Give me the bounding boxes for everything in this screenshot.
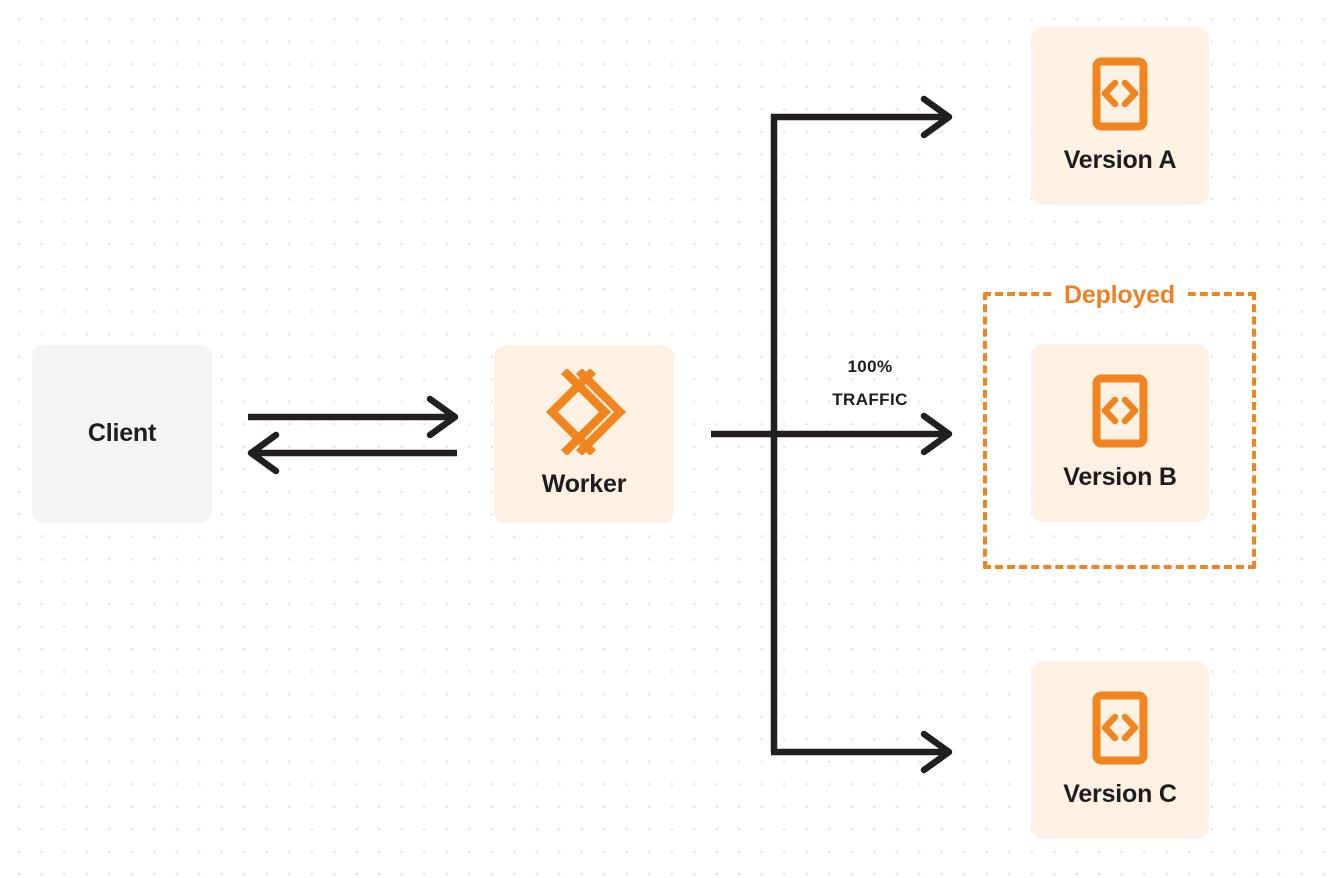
worker-node[interactable]: Worker — [494, 345, 674, 523]
edge-trunk-to-version-a — [771, 95, 953, 139]
deployed-group-frame: Deployed — [983, 280, 1256, 569]
traffic-percentage-label: 100% TRAFFIC — [790, 350, 950, 416]
version-a-node[interactable]: Version A — [1031, 27, 1209, 205]
version-c-node[interactable]: Version C — [1031, 661, 1209, 839]
code-brackets-icon — [1092, 374, 1148, 448]
traffic-percent-value: 100% — [847, 357, 893, 376]
version-b-node[interactable]: Version B — [1031, 344, 1209, 522]
deployed-group-label: Deployed — [1052, 280, 1187, 310]
traffic-word: TRAFFIC — [832, 390, 908, 409]
worker-label: Worker — [541, 470, 627, 499]
edge-trunk-to-version-c — [771, 730, 953, 774]
client-label: Client — [87, 419, 157, 448]
cloudflare-workers-logo-icon — [542, 369, 626, 456]
client-node[interactable]: Client — [32, 345, 212, 523]
code-brackets-icon — [1092, 57, 1148, 131]
version-c-label: Version C — [1063, 780, 1177, 809]
edge-worker-to-client — [247, 431, 457, 475]
code-brackets-icon — [1092, 691, 1148, 765]
version-b-label: Version B — [1063, 463, 1177, 492]
edge-worker-to-version-b — [711, 412, 953, 456]
version-a-label: Version A — [1063, 146, 1177, 175]
edge-client-to-worker — [248, 395, 459, 439]
